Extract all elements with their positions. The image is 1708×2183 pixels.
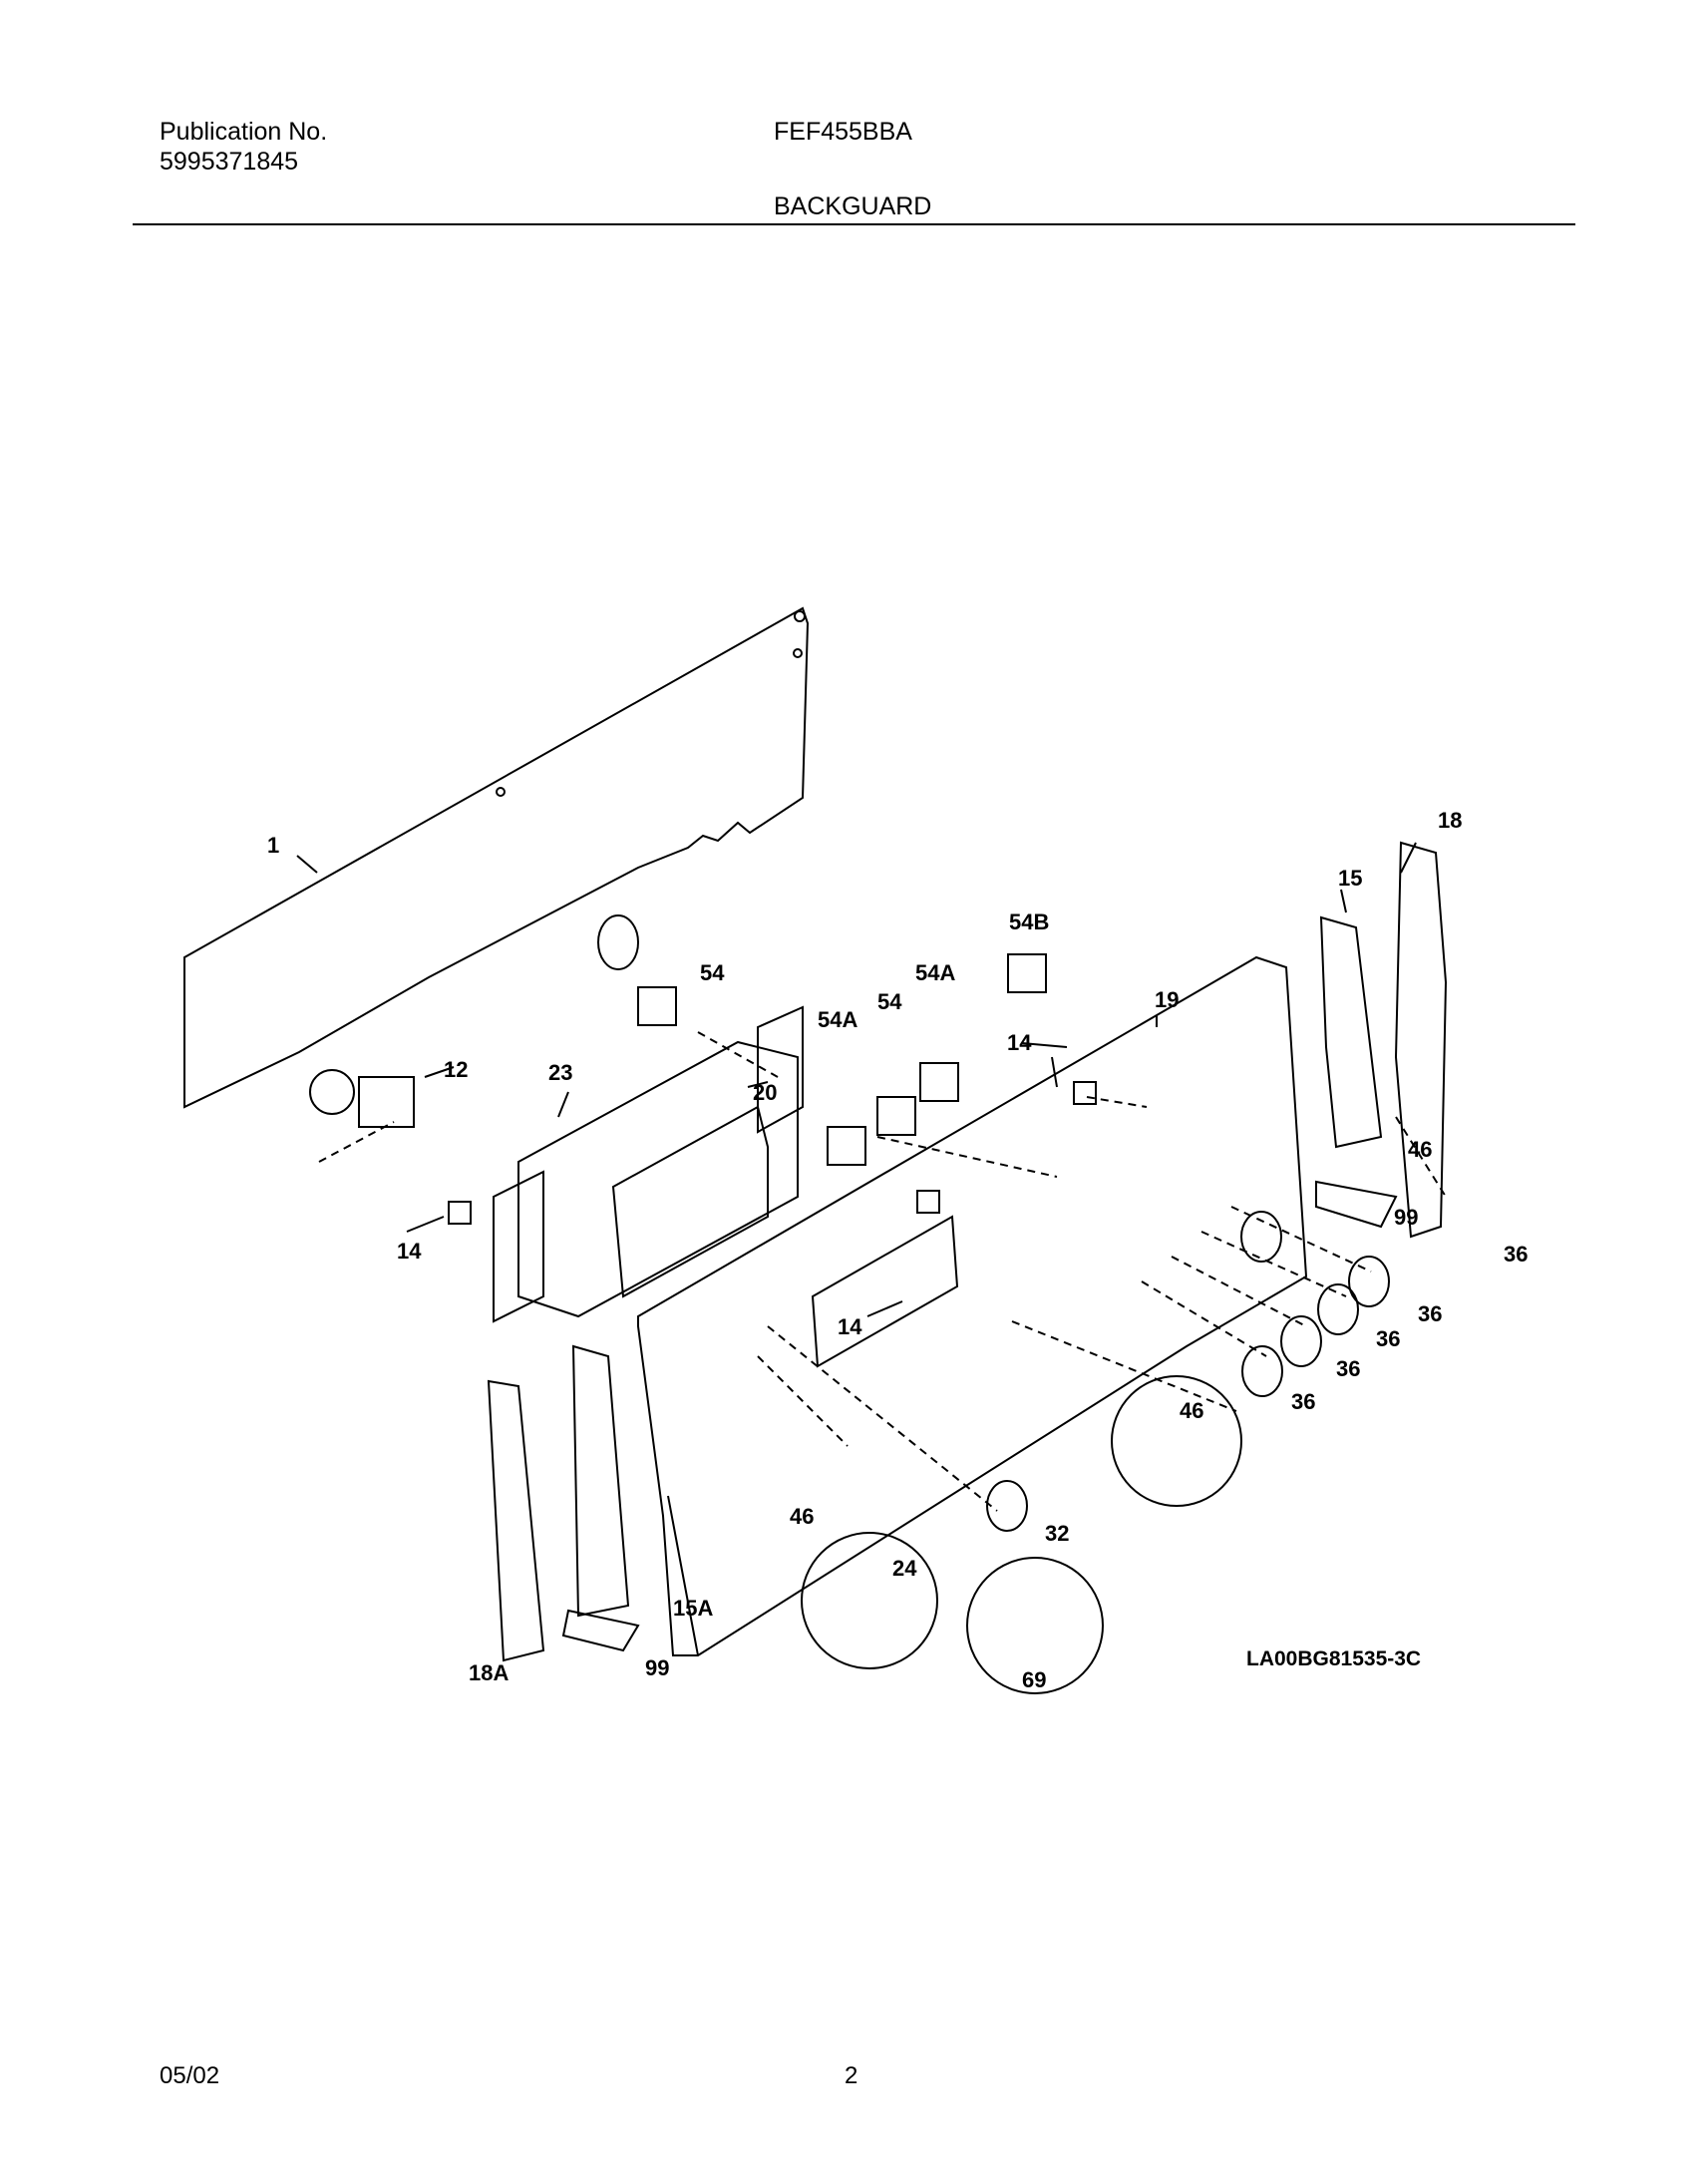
callout-36-1: 36	[1504, 1242, 1528, 1267]
mounting-bracket	[517, 1040, 799, 1318]
relay-54b	[1007, 953, 1047, 993]
callout-14-right: 14	[1007, 1030, 1032, 1055]
callout-36-5: 36	[1291, 1389, 1315, 1414]
callout-23: 23	[548, 1060, 572, 1085]
callout-32: 32	[1045, 1521, 1069, 1546]
callout-69: 69	[1022, 1667, 1046, 1692]
knob-36-4	[1280, 1315, 1322, 1367]
revision-date: 05/02	[160, 2062, 220, 2089]
callout-14-center: 14	[838, 1314, 862, 1339]
callout-18a: 18A	[469, 1660, 509, 1685]
callout-15: 15	[1338, 866, 1362, 891]
detail-46	[1111, 1375, 1242, 1507]
knob-32	[986, 1480, 1028, 1532]
control-panel	[637, 955, 1308, 1656]
callout-12: 12	[444, 1057, 468, 1082]
end-cap-left	[571, 1344, 630, 1618]
clock-coil	[309, 1069, 355, 1115]
callout-24: 24	[892, 1556, 917, 1581]
callout-99-left: 99	[645, 1655, 669, 1680]
callout-15a: 15A	[673, 1596, 713, 1621]
knob-36-5	[1241, 1345, 1283, 1397]
end-cap-right	[1319, 915, 1383, 1149]
relay-54a-right	[919, 1062, 959, 1102]
page-number: 2	[845, 2062, 858, 2089]
section-title: BACKGUARD	[774, 192, 932, 220]
callout-1: 1	[267, 833, 279, 858]
foot-right	[1315, 1180, 1398, 1229]
publication-number: 5995371845	[160, 148, 299, 176]
rear-panel	[183, 606, 810, 1109]
callout-19: 19	[1155, 987, 1179, 1012]
detail-69	[966, 1557, 1104, 1694]
callout-54a-left: 54A	[818, 1007, 857, 1032]
callout-18: 18	[1438, 808, 1462, 833]
callout-46-left: 46	[790, 1504, 814, 1529]
display-window	[811, 1215, 959, 1368]
relay-54a-left	[827, 1126, 866, 1166]
header-rule	[133, 223, 1575, 225]
knob-36-2	[1348, 1256, 1390, 1307]
diagram-linework	[183, 606, 1448, 1694]
callout-36-3: 36	[1376, 1326, 1400, 1351]
callout-99-right: 99	[1394, 1205, 1418, 1230]
callout-54b: 54B	[1009, 910, 1049, 934]
knob-36-1	[1240, 1211, 1282, 1263]
clock-body	[358, 1076, 415, 1128]
foot-left	[561, 1609, 640, 1652]
publication-label: Publication No.	[160, 118, 328, 146]
callout-14-left: 14	[397, 1239, 422, 1264]
callout-36-4: 36	[1336, 1356, 1360, 1381]
callout-46-detail: 46	[1180, 1398, 1203, 1423]
callout-54-center: 54	[877, 989, 902, 1014]
trim-right	[1394, 841, 1448, 1239]
knob-36-3	[1317, 1283, 1359, 1335]
model-number: FEF455BBA	[774, 118, 912, 146]
callout-20: 20	[753, 1080, 777, 1105]
control-board	[611, 1105, 769, 1298]
callout-54a-right: 54A	[915, 960, 955, 985]
relay-54-center	[876, 1096, 916, 1136]
callout-54-left: 54	[700, 960, 725, 985]
detail-24	[801, 1532, 938, 1669]
callout-36-2: 36	[1418, 1301, 1442, 1326]
callout-46-right: 46	[1408, 1137, 1432, 1162]
trim-left	[487, 1379, 545, 1662]
drawing-code: LA00BG81535-3C	[1246, 1647, 1421, 1670]
relay-54	[637, 986, 677, 1026]
